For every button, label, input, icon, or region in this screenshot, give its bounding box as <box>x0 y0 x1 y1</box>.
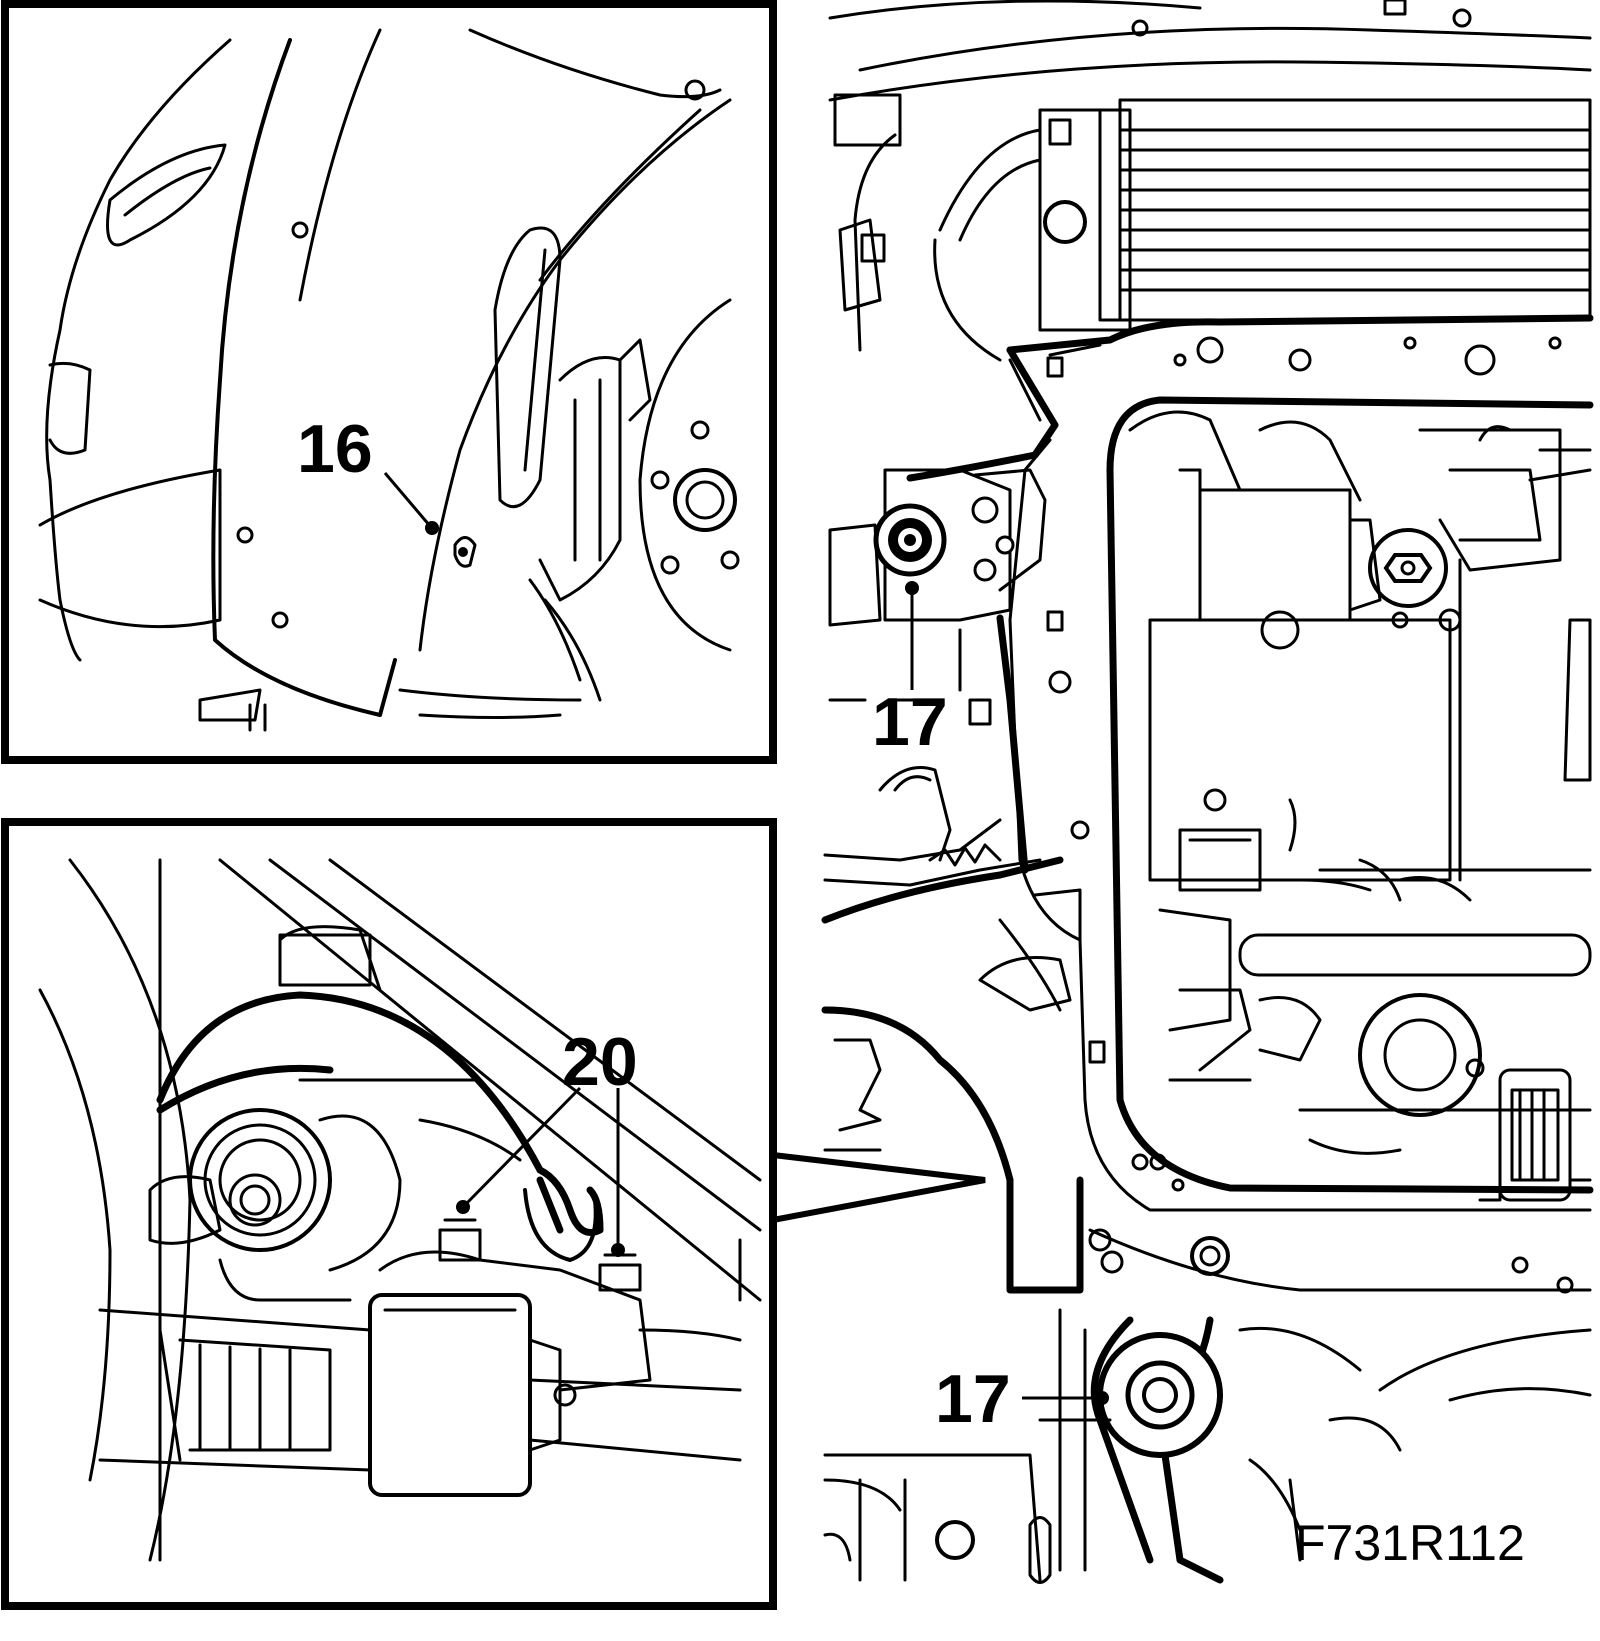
figure-code: F731R112 <box>1295 1515 1525 1571</box>
callout-16: 16 <box>297 411 439 535</box>
callout-16-label: 16 <box>297 411 373 487</box>
callout-20: 20 <box>456 1024 638 1257</box>
callout-17-lower: 17 <box>935 1361 1109 1437</box>
upper-inset-wheel-arch <box>1 0 777 764</box>
callout-17-upper-label: 17 <box>872 684 948 760</box>
main-underbody-view <box>821 0 1594 1584</box>
radiator-fins <box>1118 128 1592 292</box>
lower-inset-engine-mount <box>1 818 986 1610</box>
callout-17-upper: 17 <box>872 581 948 760</box>
callout-20-label: 20 <box>562 1024 638 1100</box>
callout-17-lower-label: 17 <box>935 1361 1011 1437</box>
